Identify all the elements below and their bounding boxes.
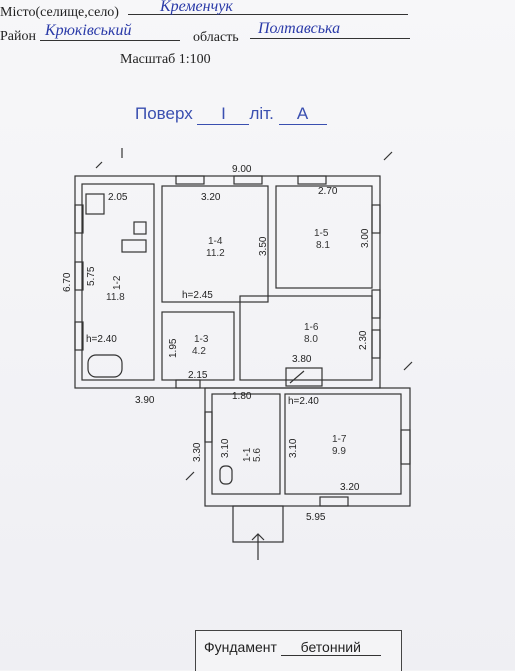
dim-room6-right: 2.30 — [358, 330, 369, 350]
dim-lower-bottom: 5.95 — [306, 512, 326, 523]
room-area-1-2: 11.8 — [106, 292, 125, 303]
room-area-1-6: 8.0 — [304, 334, 318, 345]
room-area-1-4: 11.2 — [206, 248, 225, 259]
room-id-1-5: 1-5 — [314, 228, 329, 239]
room-id-1-2: 1-2 — [112, 275, 123, 290]
foundation-box: Фундамент бетонний — [195, 630, 402, 671]
district-label: Район — [0, 29, 36, 44]
floor-value: I — [197, 104, 250, 125]
region-value: Полтавська — [258, 20, 341, 37]
dim-room4-right: 3.50 — [258, 236, 269, 256]
height-lower: h=2.40 — [288, 396, 319, 407]
floor-label: Поверх — [135, 104, 193, 123]
room-area-1-3: 4.2 — [192, 346, 206, 357]
dim-room5-right: 3.00 — [360, 228, 371, 248]
district-value: Крюківський — [45, 22, 132, 39]
foundation-label: Фундамент — [204, 639, 277, 655]
room-id-1-7: 1-7 — [332, 434, 347, 445]
dim-left-inner: 5.75 — [86, 266, 97, 286]
dim-room1-side: 3.10 — [220, 438, 231, 458]
dim-room7-side: 3.10 — [288, 438, 299, 458]
dim-room5-top: 2.70 — [318, 186, 338, 197]
lit-value: А — [278, 104, 327, 125]
room-area-1-5: 8.1 — [316, 240, 330, 251]
dim-room1-top: 1.80 — [232, 391, 252, 402]
room-area-1-7: 9.9 — [332, 446, 346, 457]
room-area-1-1: 5.6 — [252, 448, 263, 462]
foundation-value: бетонний — [280, 639, 381, 656]
dim-room3-left: 1.95 — [168, 338, 179, 358]
district-underline — [40, 40, 180, 41]
region-underline — [250, 38, 410, 39]
dim-room2-top: 2.05 — [108, 192, 128, 203]
dim-room3-bottom: 2.15 — [188, 370, 208, 381]
city-underline — [128, 14, 408, 15]
height-room4: h=2.45 — [182, 290, 213, 301]
lit-label: літ. — [249, 104, 274, 123]
region-label: область — [193, 30, 239, 45]
room-id-1-1: 1-1 — [242, 447, 253, 462]
city-label: Місто(селище,село) — [0, 5, 119, 20]
dim-room4-top: 3.20 — [201, 192, 221, 203]
city-row: Місто(селище,село) — [0, 5, 119, 21]
dim-bottom-left: 3.90 — [135, 395, 155, 406]
room-id-1-4: 1-4 — [208, 236, 223, 247]
dim-room6-bottom: 3.80 — [292, 354, 312, 365]
dim-left-total: 6.70 — [62, 272, 73, 292]
city-value: Кременчук — [160, 0, 233, 15]
scale-text: Масштаб 1:100 — [120, 52, 211, 67]
room-id-1-6: 1-6 — [304, 322, 319, 333]
room-id-1-3: 1-3 — [194, 334, 209, 345]
dim-room7-bottom: 3.20 — [340, 482, 360, 493]
dim-lower-left: 3.30 — [192, 442, 203, 462]
height-room2: h=2.40 — [86, 334, 117, 345]
dim-top-total: 9.00 — [232, 164, 252, 175]
